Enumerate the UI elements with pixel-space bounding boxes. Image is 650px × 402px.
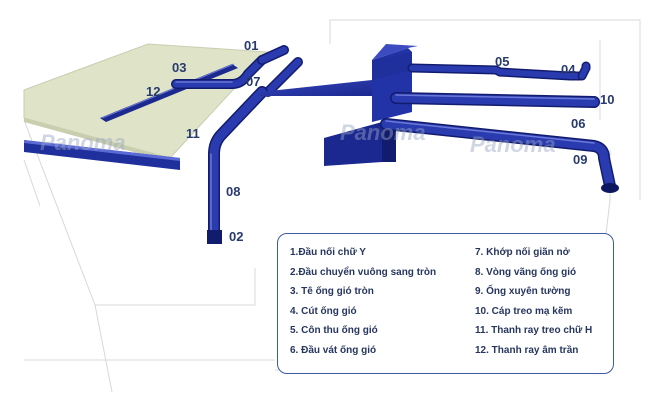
label-04: 04 <box>561 62 576 77</box>
horizontal-ducts <box>380 61 616 192</box>
legend-item: 11. Thanh ray treo chữ H <box>475 325 593 336</box>
legend-item: 10. Cáp treo mạ kẽm <box>475 305 573 317</box>
label-05: 05 <box>495 54 509 69</box>
label-10: 10 <box>600 92 614 107</box>
distribution-box <box>260 44 418 166</box>
legend-item: 9. Ống xuyên tường <box>475 286 571 297</box>
legend-item: 6. Đầu vát ống gió <box>290 344 377 356</box>
watermark-right: Panoma <box>470 132 556 157</box>
legend-item: 12. Thanh ray âm trần <box>475 344 579 356</box>
label-08: 08 <box>226 184 240 199</box>
legend-item: 4. Cút ống gió <box>290 305 357 317</box>
legend-item: 3. Tê ống gió tròn <box>290 286 374 297</box>
legend-item: 1.Đầu nối chữ Y <box>290 247 366 258</box>
label-11: 11 <box>186 126 200 141</box>
ceiling-edge-rail <box>24 140 180 170</box>
label-07: 07 <box>246 74 260 89</box>
label-12: 12 <box>146 84 160 99</box>
legend-column-2: 7. Khớp nối giãn nở 8. Vòng vãng ống gió… <box>475 243 592 360</box>
tee-duct-assembly <box>171 55 267 89</box>
watermark-left: Panoma <box>40 130 126 155</box>
legend-item: 7. Khớp nối giãn nở <box>475 247 570 258</box>
legend-column-1: 1.Đầu nối chữ Y 2.Đầu chuyển vuông sang … <box>290 243 436 360</box>
legend-item: 8. Vòng vãng ống gió <box>475 266 577 278</box>
label-01: 01 <box>244 38 258 53</box>
label-06: 06 <box>571 116 585 131</box>
legend-box: 1.Đầu nối chữ Y 2.Đầu chuyển vuông sang … <box>277 233 614 374</box>
y-connector <box>257 45 289 65</box>
legend-item: 2.Đầu chuyển vuông sang tròn <box>290 266 437 278</box>
watermark-center: Panoma <box>340 120 426 145</box>
label-03: 03 <box>172 60 186 75</box>
square-to-round-adapter <box>207 230 222 244</box>
label-02: 02 <box>229 229 243 244</box>
vertical-drop-duct <box>208 57 303 242</box>
legend-item: 5. Côn thu ống gió <box>290 325 378 336</box>
label-09: 09 <box>573 152 587 167</box>
wall-sleeve-end <box>601 183 619 193</box>
recessed-ceiling-rail <box>100 63 238 122</box>
